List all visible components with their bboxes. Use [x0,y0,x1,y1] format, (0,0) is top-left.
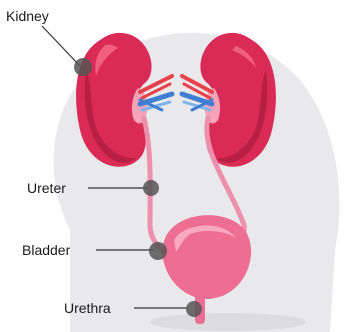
ureter-marker-dot [143,180,159,196]
floor-shadow [150,313,306,331]
urethra-label: Urethra [64,300,111,316]
bladder-label: Bladder [22,242,71,258]
bladder-marker-dot [149,242,167,260]
kidney-marker-dot [74,58,92,76]
ureter-label: Ureter [27,180,66,196]
urethra-marker-dot [186,301,202,317]
kidney-leader-line [42,26,80,66]
kidney-label: Kidney [6,8,49,24]
